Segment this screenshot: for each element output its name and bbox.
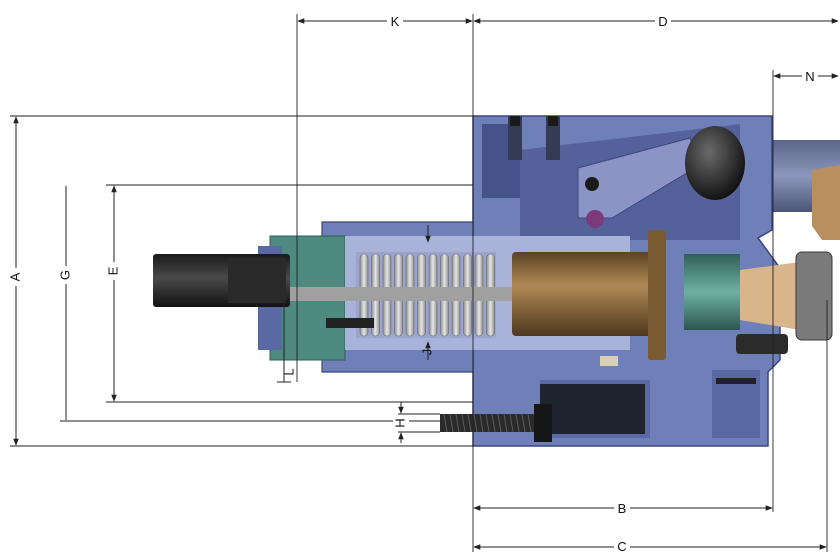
label-d: D	[658, 14, 667, 29]
nozzle-nut	[795, 251, 833, 341]
label-k: K	[391, 14, 400, 29]
locking-ball	[685, 126, 745, 200]
indicator-chip	[600, 356, 618, 366]
extension-lines	[10, 14, 828, 552]
small-pin	[716, 378, 756, 384]
label-b: B	[618, 501, 627, 516]
set-screw	[326, 318, 374, 328]
label-j: J	[419, 349, 434, 356]
label-c: C	[617, 539, 626, 552]
clamp-block	[812, 165, 840, 240]
piston-flange	[648, 230, 666, 360]
cam-lever	[577, 137, 701, 219]
top-screw-right	[546, 116, 560, 160]
housing-right-pocket	[712, 370, 760, 438]
bronze-piston	[512, 252, 662, 336]
fitting-plug	[736, 334, 788, 354]
mounting-bolt	[440, 404, 552, 442]
label-l: L	[281, 368, 296, 375]
bolt-head-pocket	[540, 384, 645, 434]
piston-rod	[285, 287, 515, 301]
top-screw-left	[508, 116, 522, 160]
label-n: N	[805, 69, 814, 84]
plunger-grip	[228, 258, 286, 303]
label-g: G	[57, 270, 72, 280]
roller-pin	[586, 210, 604, 228]
label-e: E	[105, 266, 120, 275]
dimension-labels: K D N A G E H L J B C	[7, 13, 818, 552]
right-collar	[684, 254, 740, 330]
cylinder-cross-section	[153, 115, 840, 447]
nozzle-cone	[740, 262, 800, 330]
dimension-lines	[13, 18, 839, 550]
label-h: H	[392, 418, 407, 427]
pivot-pin	[585, 177, 599, 191]
label-a: A	[7, 272, 22, 281]
